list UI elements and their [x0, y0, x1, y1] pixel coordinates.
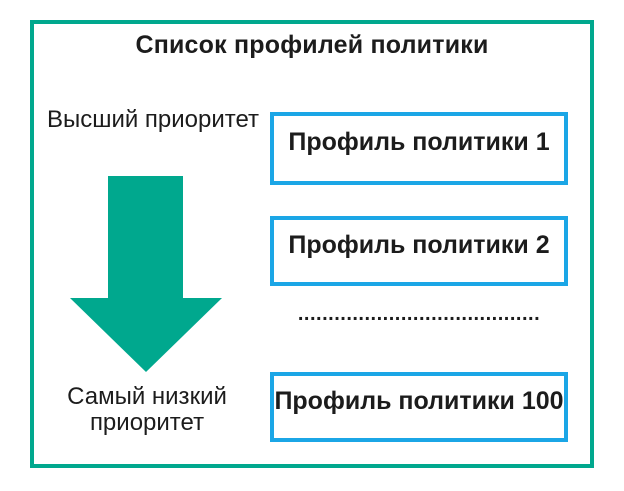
- diagram-title: Список профилей политики: [135, 31, 489, 59]
- policy-profile-2-label: Профиль политики 2: [288, 230, 550, 259]
- policy-profile-1-label: Профиль политики 1: [288, 128, 550, 156]
- lowest-priority-label: Самый низкий приоритет: [67, 383, 227, 436]
- priority-arrow-down-icon: [70, 298, 222, 372]
- policy-profile-100-label: Профиль политики 100: [274, 386, 564, 415]
- ellipsis-separator: ........................................: [297, 303, 541, 325]
- policy-profile-box-100: Профиль политики 100: [270, 372, 568, 442]
- priority-arrow-shaft: [108, 176, 183, 299]
- policy-profile-box-2: Профиль политики 2: [270, 216, 568, 286]
- policy-profile-box-1: Профиль политики 1: [270, 112, 568, 185]
- highest-priority-label: Высший приоритет: [46, 106, 260, 133]
